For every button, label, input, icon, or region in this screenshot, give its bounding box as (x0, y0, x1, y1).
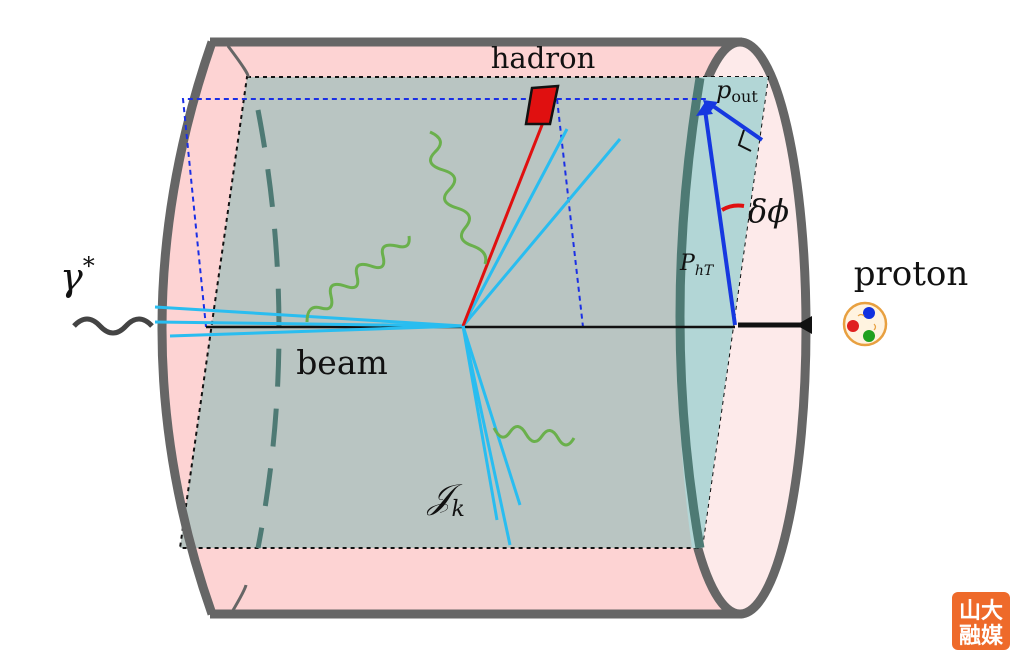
proton-icon (842, 301, 888, 347)
right-angle-marker (737, 129, 752, 152)
end-plane-region (677, 77, 768, 548)
svg-text:山大: 山大 (959, 599, 1003, 624)
upper-jet-lines (461, 128, 622, 327)
phT-vector (703, 109, 737, 326)
delta-phi-label: δϕ (748, 192, 789, 230)
hadron-label: hadron (491, 41, 596, 75)
proton-label: proton (854, 254, 969, 294)
beam-jet-lines (154, 305, 464, 338)
back-arc-dashed (255, 109, 282, 549)
lower-jet-lines (461, 325, 522, 546)
end-plane-edge (675, 77, 705, 549)
gamma-star-label: γ* (60, 252, 95, 299)
gluon-lower (492, 425, 576, 447)
gluon-lines (305, 130, 576, 447)
svg-text:融媒: 融媒 (959, 623, 1004, 649)
gluon-upper (429, 130, 488, 265)
proton-arrow-head (796, 316, 812, 334)
hadron-track (461, 119, 546, 327)
delta-phi-arc (720, 203, 745, 212)
logo-watermark: 山大 融媒 (952, 592, 1010, 650)
beam-label: beam (296, 343, 388, 382)
gluon-middle (305, 235, 411, 323)
pout-label: pout (716, 76, 758, 106)
hadron-box (524, 84, 560, 126)
photon-wavy-line (72, 316, 154, 336)
pout-vector (711, 104, 764, 142)
pout-arrow-head (703, 100, 718, 115)
cylinder-left-inner-arc (226, 45, 250, 79)
phT-label: PhT (679, 251, 715, 279)
cylinder-left-arc (157, 40, 217, 616)
cylinder-left-inner-arc-bottom (230, 584, 248, 613)
